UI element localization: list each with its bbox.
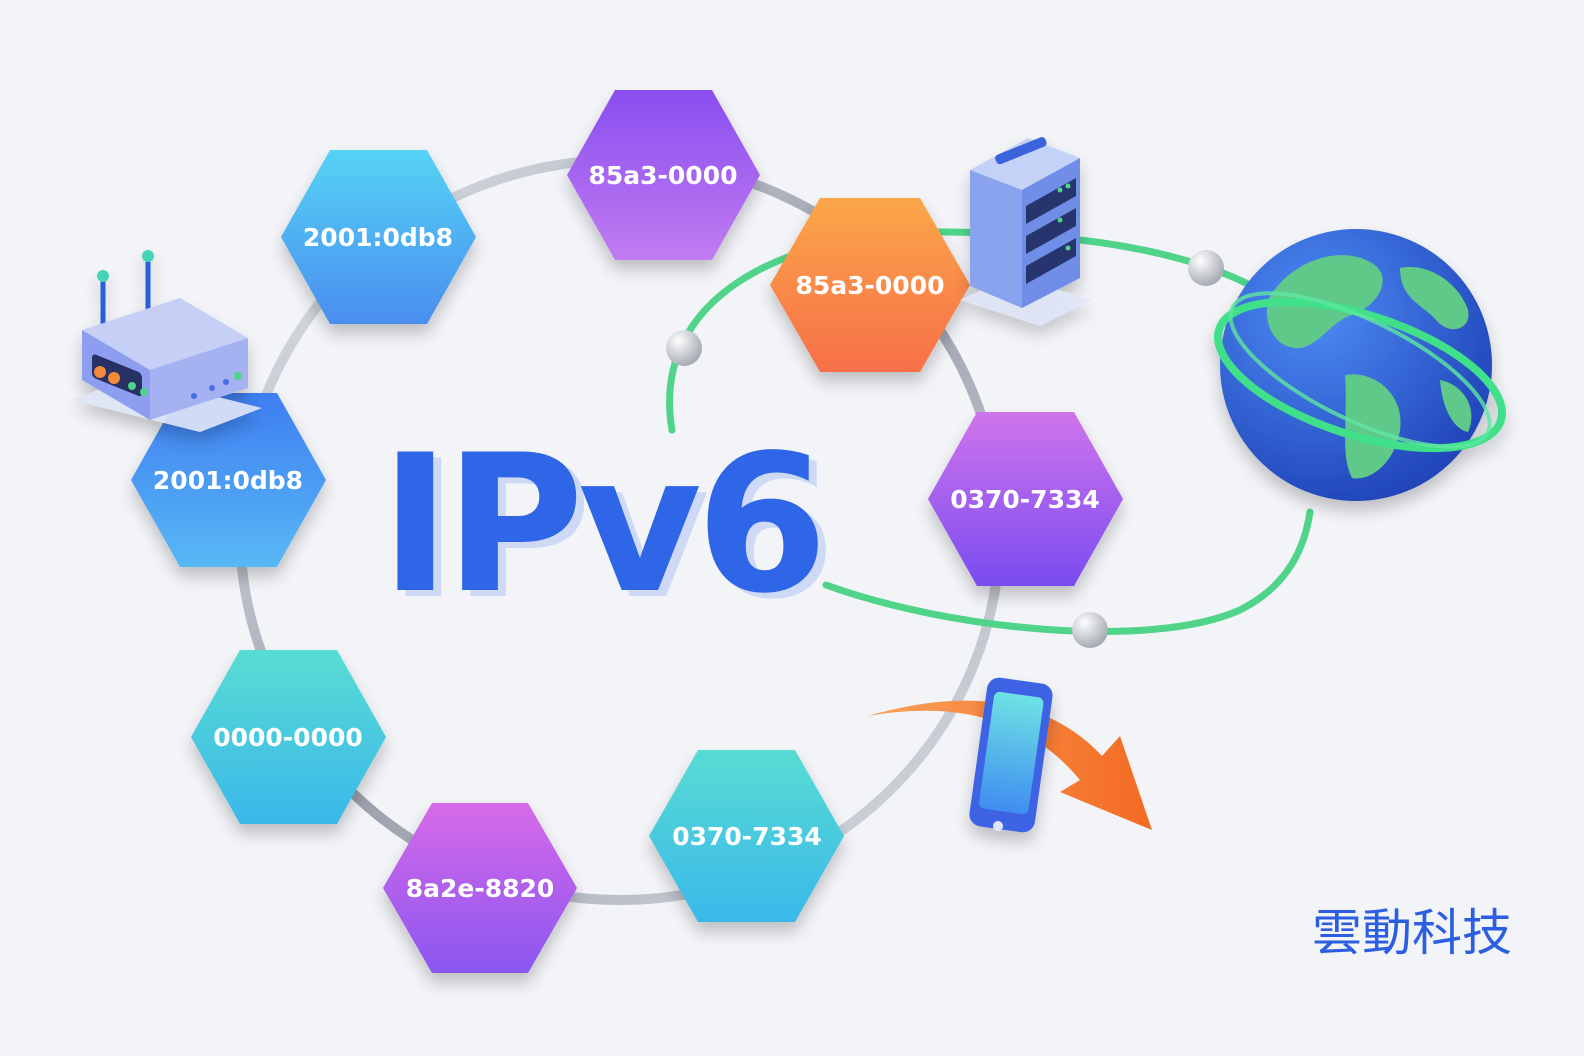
hex-label: 8a2e-8820 — [406, 874, 555, 903]
server-icon — [960, 137, 1092, 326]
hex-label: 85a3-0000 — [795, 271, 944, 300]
link-bead — [1188, 250, 1224, 286]
page-title: IPv6 — [380, 414, 822, 635]
hex-node: 2001:0db8 — [281, 150, 476, 324]
hex-node: 0370-7334 — [928, 412, 1123, 586]
hex-node: 0370-7334 — [649, 750, 844, 922]
hex-label: 2001:0db8 — [153, 466, 303, 495]
smartphone-icon — [969, 677, 1053, 833]
hex-label: 0370-7334 — [672, 822, 822, 851]
hex-node: 8a2e-8820 — [383, 803, 577, 973]
curved-arrow-icon — [868, 700, 1152, 830]
brand-name: 雲動科技 — [1312, 904, 1512, 962]
title-shadow: IPv6 — [388, 420, 830, 641]
hex-label: 85a3-0000 — [588, 161, 737, 190]
globe-icon — [1214, 229, 1506, 501]
green-link-lower — [822, 508, 1314, 636]
hex-label: 2001:0db8 — [303, 223, 453, 252]
hex-node: 0000-0000 — [191, 650, 386, 824]
hex-node: 85a3-0000 — [567, 90, 760, 260]
hex-label: 0370-7334 — [950, 485, 1100, 514]
green-link-upper — [666, 228, 1254, 434]
hex-node: 85a3-0000 — [770, 198, 970, 372]
link-bead — [666, 330, 702, 366]
hex-label: 0000-0000 — [213, 723, 363, 752]
link-bead — [1072, 612, 1108, 648]
hex-node: 2001:0db8 — [131, 393, 326, 567]
router-icon — [72, 250, 262, 432]
